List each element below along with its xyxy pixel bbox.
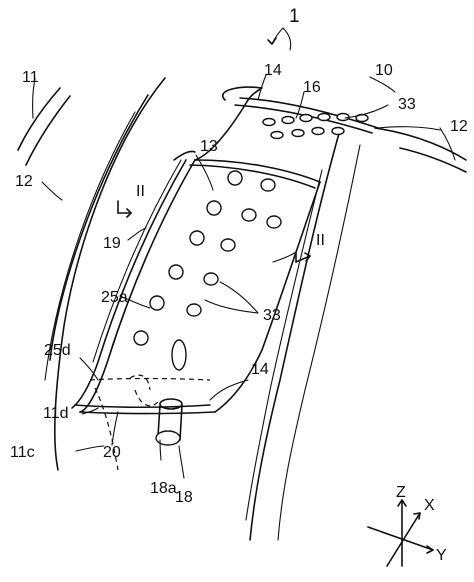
label-10: 10: [375, 62, 393, 79]
label-12-left: 12: [15, 173, 33, 190]
label-18: 18: [175, 489, 193, 506]
axis-label-z: Z: [396, 484, 406, 501]
label-19: 19: [103, 235, 121, 252]
label-33-bottom: 33: [263, 307, 281, 324]
tire-contour-lines: [17, 77, 467, 541]
valve-opening: [155, 430, 181, 446]
label-33-top: 33: [398, 96, 416, 113]
axis-label-y: Y: [436, 547, 447, 564]
label-13: 13: [200, 138, 218, 155]
label-16: 16: [303, 79, 321, 96]
axis-label-x: X: [424, 497, 435, 514]
label-11: 11: [22, 69, 39, 86]
label-18a: 18a: [150, 480, 177, 497]
hidden-lines: [89, 374, 211, 471]
label-25a: 25a: [101, 289, 128, 306]
label-section-right: II: [316, 232, 325, 249]
section-arrow-right: [295, 251, 311, 263]
coordinate-axes: [367, 499, 434, 567]
label-11c: 11c: [10, 444, 35, 461]
label-12-right: 12: [450, 118, 468, 135]
label-14-bottom: 14: [251, 361, 269, 378]
section-arrow-left: [117, 200, 132, 218]
label-20: 20: [103, 444, 121, 461]
main-ref-arrow: [267, 27, 284, 45]
perforation-holes: [133, 112, 369, 371]
label-section-left: II: [136, 183, 145, 200]
label-14-top: 14: [264, 62, 282, 79]
valve-stem: [155, 398, 183, 446]
label-25d: 25d: [44, 342, 71, 359]
label-1: 1: [289, 6, 300, 27]
reference-labels: 1 10 11 14 16 33 12 13 12 II 19 II 25a 3…: [10, 6, 468, 564]
label-11d: 11d: [43, 405, 69, 422]
leader-lines: [32, 27, 456, 479]
patch-body: [71, 86, 441, 415]
